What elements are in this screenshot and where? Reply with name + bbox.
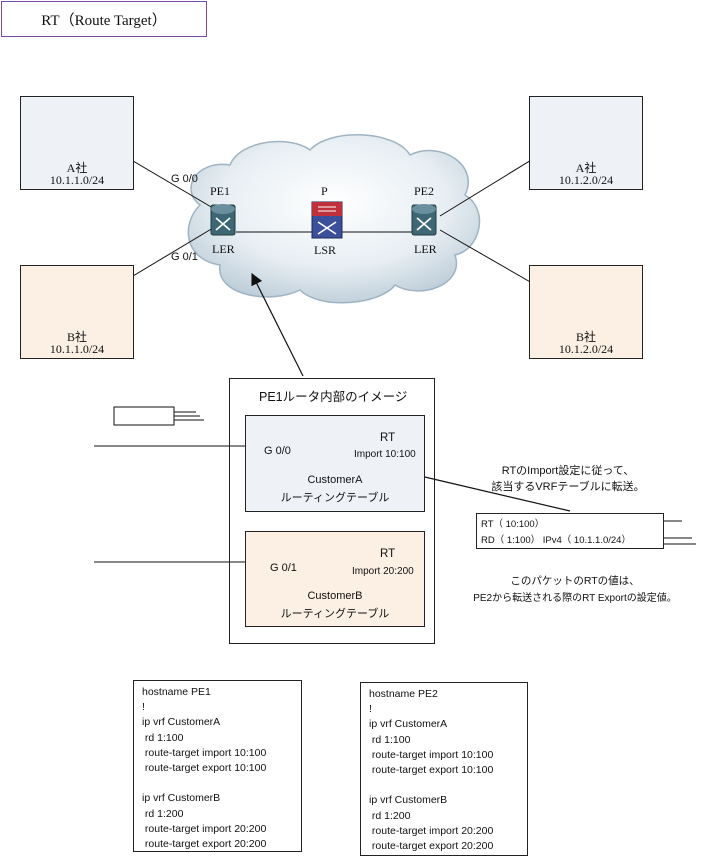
vrf-a-table: ルーティングテーブル <box>280 492 390 504</box>
packet-rt: RT（ 10:100） <box>481 519 545 530</box>
pe2-config-box: hostname PE2 ! ip vrf CustomerA rd 1:100… <box>360 682 528 856</box>
import-note-line2: 該当するVRFテーブルに転送。 <box>491 481 645 493</box>
config-line: ip vrf CustomerB <box>142 792 221 805</box>
site-network: 10.1.2.0/24 <box>558 342 614 356</box>
packet-header-box <box>476 513 664 549</box>
vrf-b-name: CustomerB <box>307 590 363 602</box>
site-box-right-bottom: B社 10.1.2.0/24 <box>529 265 643 359</box>
config-line: hostname PE2 <box>369 688 438 700</box>
diagram-title: RT（Route Target） <box>1 1 207 37</box>
config-line: rd 1:100 <box>142 731 184 744</box>
vrf-customer-b-box <box>245 531 425 627</box>
pe1-router-icon <box>210 204 236 236</box>
config-line: ! <box>369 703 372 716</box>
vrf-b-import: Import 20:200 <box>352 566 414 577</box>
p-role-label: LSR <box>314 243 337 257</box>
pe1-image-title: PE1ルータ内部のイメージ <box>259 390 408 404</box>
vrf-b-rt-label: RT <box>380 548 396 560</box>
import-note-line1: RTのImport設定に従って、 <box>501 465 635 477</box>
vrf-a-name: CustomerA <box>307 474 363 486</box>
site-name: B社 <box>66 330 87 344</box>
p-name-label: P <box>321 184 328 198</box>
vrf-customer-a-box <box>245 415 425 512</box>
vrf-a-interface: G 0/0 <box>264 445 291 457</box>
site-network: 10.1.2.0/24 <box>558 173 614 187</box>
config-line: hostname PE1 <box>142 686 211 698</box>
vrf-a-rt-label: RT <box>380 432 396 444</box>
vrf-b-table: ルーティングテーブル <box>280 608 390 620</box>
config-line: route-target export 20:200 <box>369 839 494 852</box>
site-name: A社 <box>575 161 597 175</box>
site-name: B社 <box>575 330 596 344</box>
vrf-b-interface: G 0/1 <box>270 562 297 574</box>
config-line: route-target export 10:100 <box>142 761 267 774</box>
site-box-left-top: A社 10.1.1.0/24 <box>20 96 134 190</box>
packet-tail-right <box>664 520 696 545</box>
site-network: 10.1.1.0/24 <box>49 173 105 187</box>
pe1-role-label: LER <box>212 242 235 256</box>
packet-rd: RD（ 1:100） IPv4（ 10.1.1.0/24） <box>481 535 631 546</box>
config-line: route-target import 10:100 <box>369 748 494 761</box>
config-line <box>369 778 519 793</box>
config-line <box>142 776 293 791</box>
pe2-role-label: LER <box>414 242 437 256</box>
diagram-title-text: RT（Route Target） <box>41 12 167 29</box>
packet-glyph-left <box>113 406 204 426</box>
p-lsr-icon <box>311 201 343 239</box>
interface-label-g01: G 0/1 <box>171 251 198 263</box>
pe1-detail-arrow <box>251 272 304 377</box>
packet-note-line1: このパケットのRTの値は、 <box>510 575 640 587</box>
vrf-a-import: Import 10:100 <box>354 449 416 460</box>
pe1-name-label: PE1 <box>210 184 231 198</box>
config-line: ! <box>142 701 145 714</box>
interface-label-g00: G 0/0 <box>171 173 198 185</box>
config-line: route-target import 20:200 <box>369 824 494 837</box>
site-name: A社 <box>66 161 88 175</box>
pe2-router-icon <box>411 204 437 236</box>
config-line: ip vrf CustomerB <box>369 794 448 807</box>
config-line: route-target export 10:100 <box>369 763 494 776</box>
site-box-left-bottom: B社 10.1.1.0/24 <box>20 265 134 359</box>
pe1-config-box: hostname PE1 ! ip vrf CustomerA rd 1:100… <box>133 680 302 852</box>
config-line: rd 1:200 <box>369 809 411 822</box>
site-box-right-top: A社 10.1.2.0/24 <box>529 96 643 190</box>
pe2-name-label: PE2 <box>414 184 435 198</box>
config-line: ip vrf CustomerA <box>142 716 221 729</box>
site-network: 10.1.1.0/24 <box>49 342 105 356</box>
config-line: rd 1:100 <box>369 733 411 746</box>
config-line: rd 1:200 <box>142 807 184 820</box>
config-line: route-target import 10:100 <box>142 746 267 759</box>
config-line: route-target export 20:200 <box>142 837 267 850</box>
import-arrow <box>410 470 571 512</box>
pe1-internal-image <box>229 378 435 644</box>
config-line: route-target import 20:200 <box>142 822 267 835</box>
packet-note-line2: PE2から転送される際のRT Exportの設定値。 <box>473 593 677 604</box>
config-line: ip vrf CustomerA <box>369 718 448 731</box>
